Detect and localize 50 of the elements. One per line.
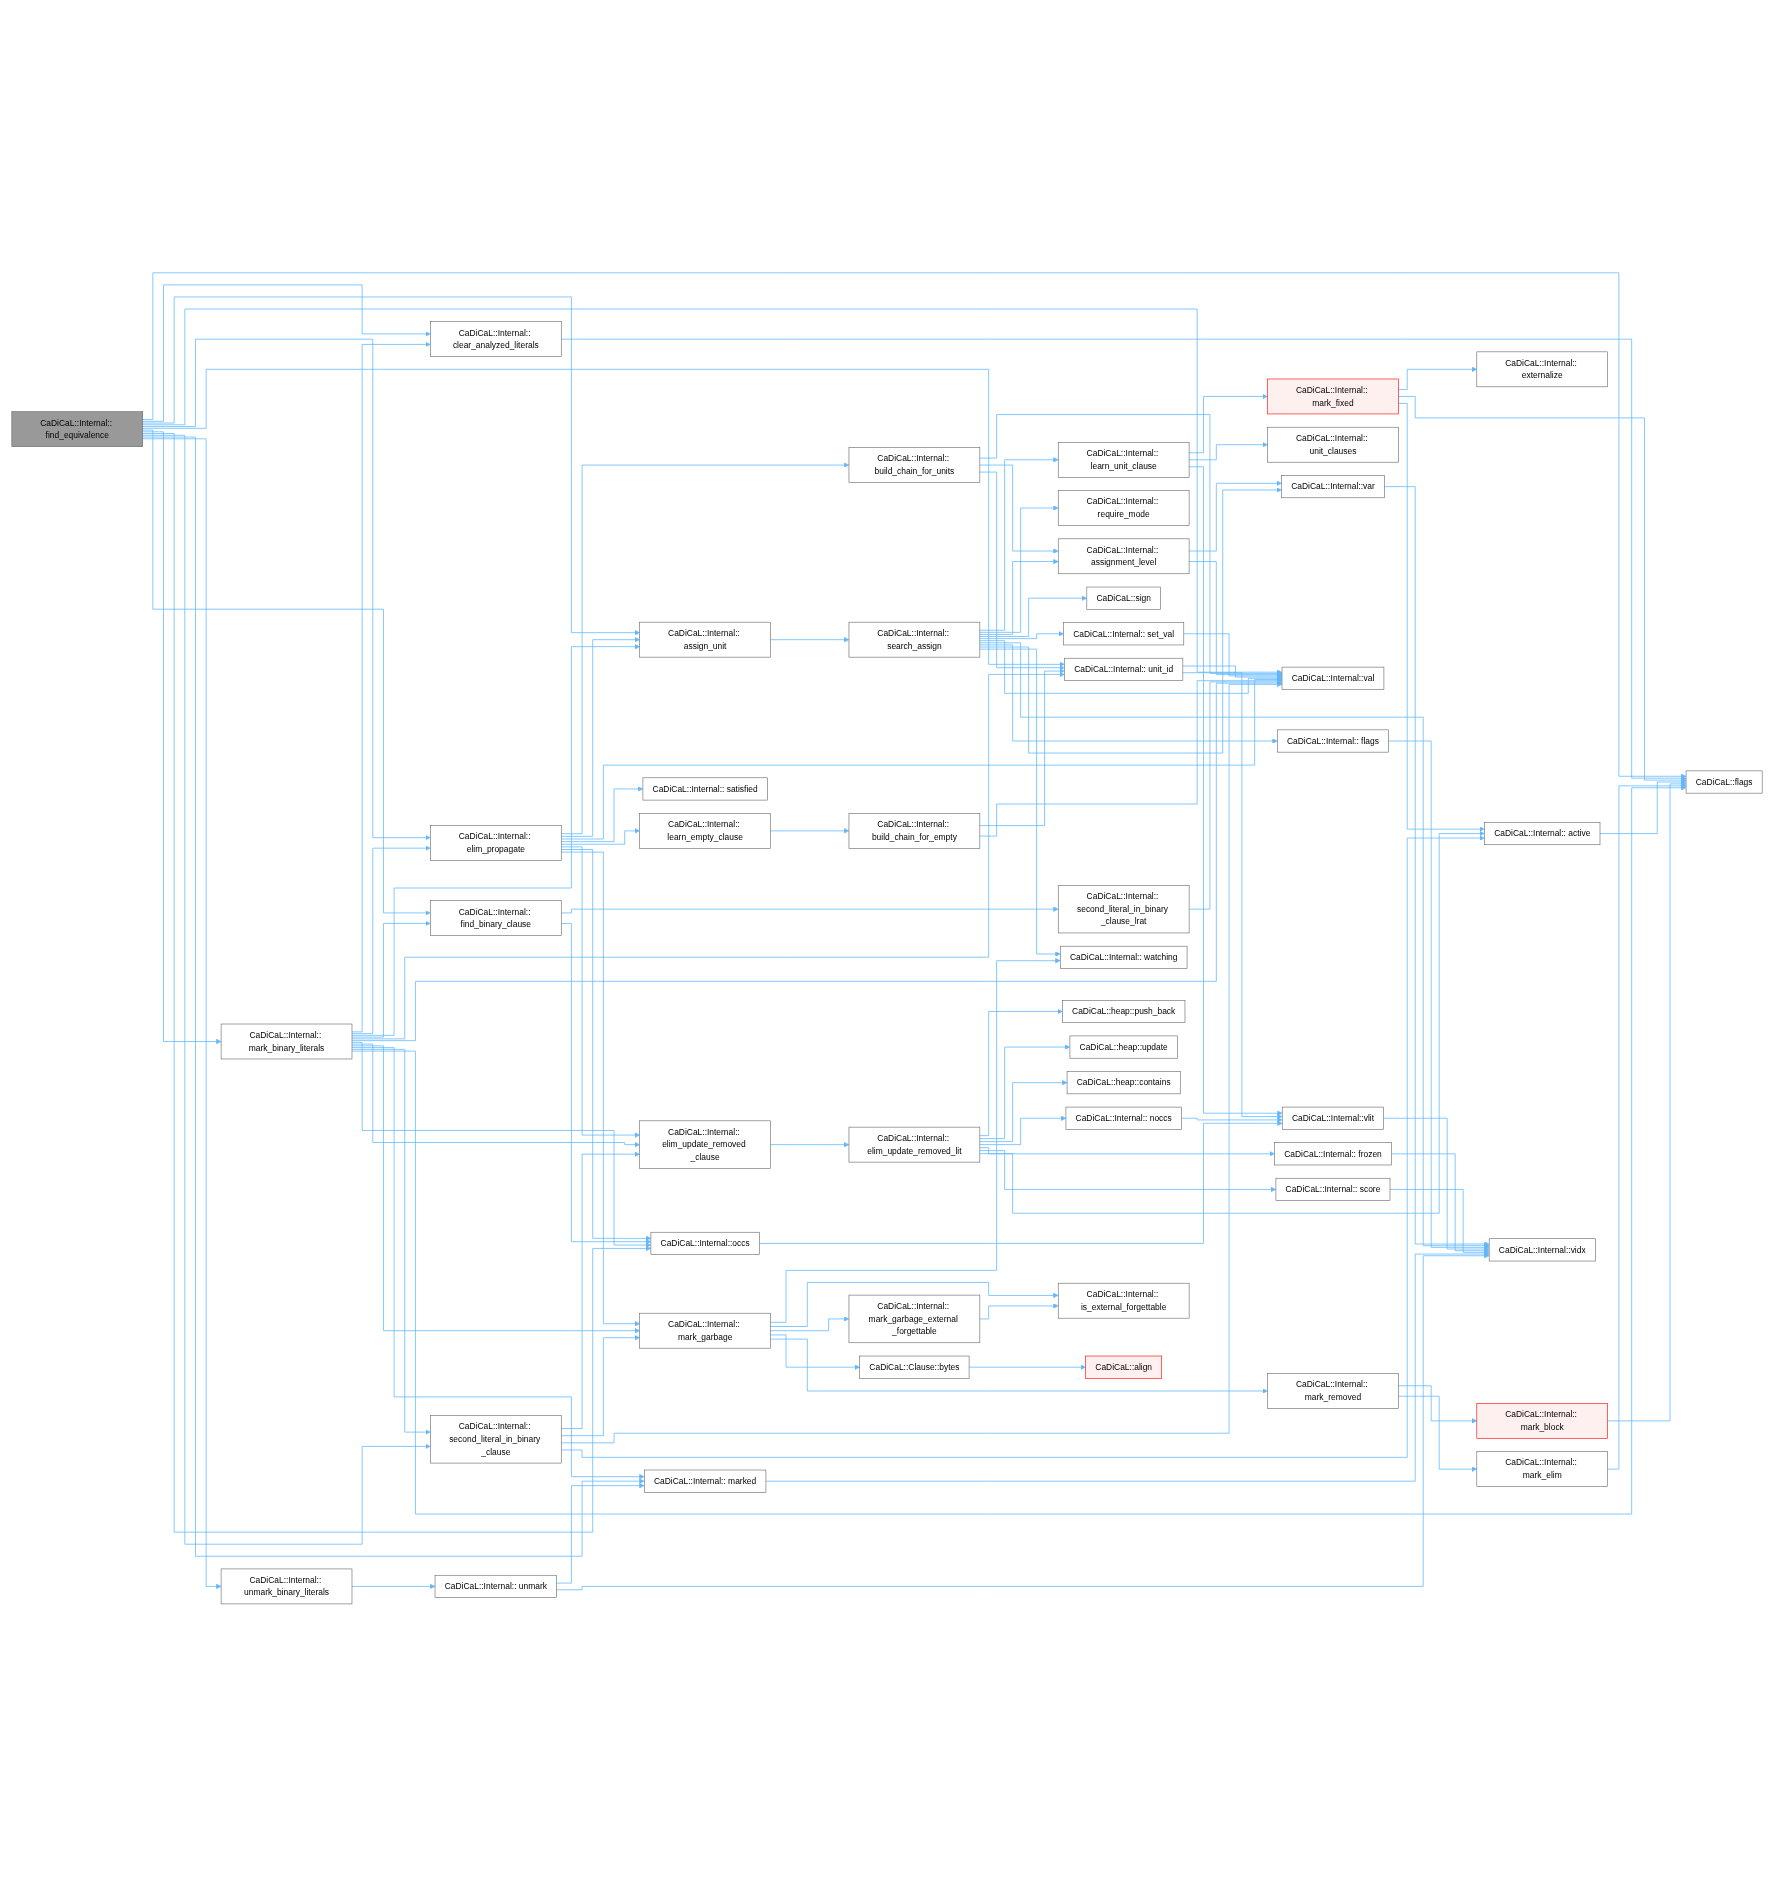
- node-box: CaDiCaL::Internal:: learn_empty_clause: [638, 813, 771, 849]
- node-box: CaDiCaL::Internal:: second_literal_in_binary _clause_lrat: [1057, 885, 1189, 934]
- node-box: CaDiCaL::Internal:: watching: [1059, 946, 1187, 969]
- node-box: CaDiCaL::Internal:: mark_garbage: [638, 1313, 771, 1349]
- node-box: CaDiCaL::Internal::var: [1280, 475, 1385, 499]
- node-box: CaDiCaL::Internal:: frozen: [1273, 1142, 1392, 1166]
- node-box: CaDiCaL::Internal:: elim_propagate: [429, 825, 562, 861]
- node-box: CaDiCaL::Internal:: mark_binary_literals: [220, 1023, 352, 1060]
- node-box: CaDiCaL::align: [1084, 1355, 1162, 1379]
- node-box: CaDiCaL::Internal::occs: [650, 1232, 760, 1255]
- node-box: CaDiCaL::Internal:: mark_block: [1476, 1403, 1608, 1439]
- node-box: CaDiCaL::Internal:: unit_id: [1063, 658, 1183, 681]
- node-box: CaDiCaL::Internal:: elim_update_removed _clause: [638, 1120, 771, 1169]
- node-box: CaDiCaL::Internal:: active: [1483, 822, 1600, 846]
- node-box: CaDiCaL::Internal:: externalize: [1476, 351, 1608, 388]
- node-box: CaDiCaL::Internal:: build_chain_for_units: [848, 447, 980, 483]
- node-box: CaDiCaL::Internal:: assignment_level: [1057, 538, 1189, 575]
- node-box: CaDiCaL::Internal:: is_external_forgettable: [1057, 1283, 1189, 1319]
- node-box: CaDiCaL::Internal:: clear_analyzed_literals: [429, 321, 562, 358]
- node-box: CaDiCaL::Internal:: mark_elim: [1476, 1451, 1608, 1488]
- node-box: CaDiCaL::Internal:: mark_removed: [1266, 1373, 1399, 1409]
- node-box: CaDiCaL::Internal:: flags: [1276, 729, 1389, 753]
- node-box: CaDiCaL::Internal:: search_assign: [848, 622, 980, 658]
- node-box: CaDiCaL::Internal:: set_val: [1062, 622, 1184, 646]
- node-box: CaDiCaL::Internal:: find_equivalence: [11, 411, 143, 448]
- node-box: CaDiCaL::flags: [1685, 770, 1762, 794]
- node-box: CaDiCaL::Internal:: find_binary_clause: [429, 900, 562, 937]
- node-box: CaDiCaL::Internal:: elim_update_removed_lit: [848, 1126, 980, 1163]
- node-box: CaDiCaL::Internal:: mark_garbage_external _forgettable: [848, 1294, 980, 1344]
- node-box: CaDiCaL::Internal:: learn_unit_clause: [1057, 442, 1189, 478]
- node-box: CaDiCaL::Internal:: require_mode: [1057, 490, 1189, 526]
- node-box: CaDiCaL::heap::update: [1069, 1035, 1178, 1059]
- node-box: CaDiCaL::Internal:: marked: [643, 1469, 766, 1493]
- node-box: CaDiCaL::Internal:: assign_unit: [638, 622, 771, 658]
- node-box: CaDiCaL::Internal:: score: [1275, 1178, 1390, 1201]
- node-box: CaDiCaL::Internal:: unmark: [434, 1575, 557, 1598]
- node-box: CaDiCaL::Internal:: noccs: [1065, 1106, 1182, 1130]
- node-box: CaDiCaL::Internal:: mark_fixed: [1266, 378, 1399, 415]
- node-box: CaDiCaL::Internal:: build_chain_for_empty: [848, 813, 980, 849]
- node-box: CaDiCaL::Internal::vlit: [1281, 1106, 1384, 1130]
- node-box: CaDiCaL::Internal:: unmark_binary_literals: [220, 1568, 352, 1605]
- node-box: CaDiCaL::sign: [1086, 586, 1161, 610]
- node-box: CaDiCaL::Internal:: unit_clauses: [1266, 427, 1399, 463]
- node-box: CaDiCaL::heap::contains: [1066, 1071, 1181, 1095]
- node-box: CaDiCaL::Internal:: satisfied: [642, 777, 768, 801]
- node-box: CaDiCaL::Internal::vidx: [1488, 1238, 1596, 1262]
- node-box: CaDiCaL::heap::push_back: [1061, 1000, 1185, 1024]
- node-box: CaDiCaL::Internal::val: [1281, 666, 1384, 690]
- node-box: CaDiCaL::Internal:: second_literal_in_binary _clause: [429, 1415, 562, 1464]
- node-box: CaDiCaL::Clause::bytes: [858, 1355, 969, 1379]
